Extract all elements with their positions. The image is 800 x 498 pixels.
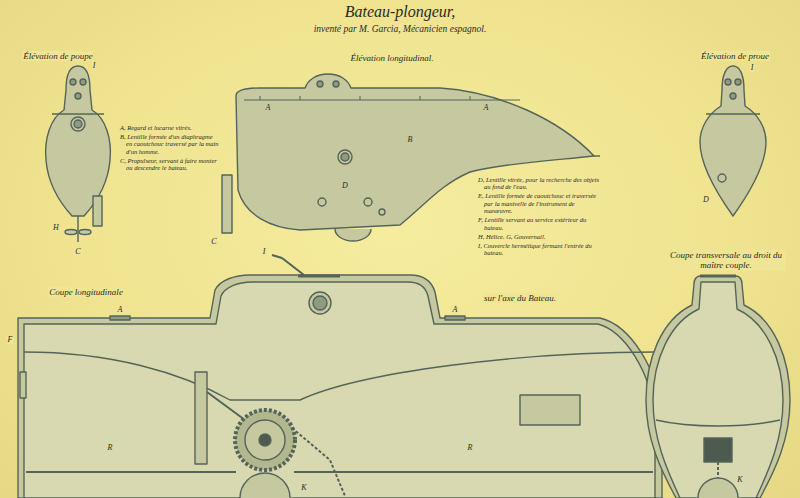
tank [520, 395, 580, 425]
window [333, 81, 339, 87]
part-letter: D [702, 195, 710, 204]
part-letter: A [483, 103, 490, 112]
tank-wall [24, 352, 655, 400]
part-letter: I [262, 247, 267, 256]
lens [318, 198, 326, 206]
keel-dome [698, 478, 738, 498]
gear-hub [245, 420, 285, 460]
gear-axle [259, 434, 271, 446]
propeller-shaft [77, 216, 78, 242]
lens [379, 209, 385, 215]
view-title: Élévation de poupe [22, 51, 93, 61]
section-hull [18, 275, 662, 498]
part-letter: K [736, 475, 743, 484]
legend-note: H, Hélice. G, Gouvernail. [478, 233, 602, 240]
part-letter: C [74, 247, 81, 256]
view-title: Élévation longitudinal. [350, 53, 435, 63]
part-letter: A [452, 305, 459, 314]
porthole [309, 292, 331, 314]
legend-note: B, Lentille formée d'un diaphragme en ca… [120, 133, 220, 155]
part-letter: I [750, 63, 755, 72]
rudder [222, 175, 232, 233]
part-letter: B [407, 135, 414, 144]
shaft [26, 471, 653, 473]
hatch-lid [298, 275, 340, 278]
window [735, 79, 741, 85]
section-interior [24, 282, 655, 498]
rail [244, 100, 520, 101]
porthole [338, 150, 352, 164]
window [80, 79, 86, 85]
gear-wheel [235, 410, 295, 470]
machine-box [704, 438, 732, 462]
hatch-lid [700, 275, 736, 278]
chain [292, 428, 345, 496]
bow-hull [700, 66, 766, 216]
transverse-hull [646, 276, 790, 498]
porthole-glass [74, 120, 82, 128]
part-letter: I [92, 61, 97, 70]
rail-posts [260, 96, 470, 100]
drawing-title: Bateau-plongeur, [345, 3, 456, 21]
rail [52, 113, 104, 114]
window [730, 93, 736, 99]
propeller-blade [65, 230, 77, 235]
legend-note: F, Lentille servant au service extérieur… [478, 216, 602, 231]
part-letter: R [107, 443, 114, 452]
rudder [93, 196, 102, 226]
part-letter: K [300, 483, 307, 492]
view-title: Coupe longitudinale [48, 287, 124, 297]
legend-note: D, Lentille vitrée, pour la recherche de… [478, 176, 602, 191]
view-title: sur l'axe du Bateau. [483, 293, 557, 303]
crank-link [207, 392, 245, 420]
view-title: Élévation de proue [700, 51, 770, 61]
part-letter: F [7, 335, 14, 344]
porthole-glass [313, 296, 327, 310]
window [70, 79, 76, 85]
tank-wall [656, 420, 780, 426]
legend-note: C, Propulseur, servant à faire monter ou… [120, 157, 220, 172]
end-lens [20, 372, 26, 398]
subtitle: inventé par M. Garcia, Mécanicien espagn… [314, 24, 487, 35]
hatch-arm [272, 255, 304, 275]
legend-note: I, Couvercle hermétique fermant l'entrée… [478, 242, 602, 257]
legend-note: E, Lentille formée de caoutchouc et trav… [478, 192, 602, 214]
part-letter: A [117, 305, 124, 314]
crank-column [195, 372, 207, 464]
lens [718, 174, 726, 182]
hull-lens [110, 316, 130, 320]
part-letter: C [210, 237, 217, 246]
propeller-blade [79, 230, 91, 235]
hull-lens [445, 316, 465, 320]
keel-dome [240, 473, 290, 498]
part-letter: A [265, 103, 272, 112]
view-title: Coupe transversale au droit du maître co… [666, 250, 786, 271]
part-letter: D [341, 181, 349, 190]
rail [706, 113, 760, 114]
bow-point [594, 155, 600, 156]
part-letter: R [467, 443, 474, 452]
porthole [71, 117, 85, 131]
window [317, 81, 323, 87]
legend-note: A, Regard et lucarne vitrés. [120, 124, 220, 131]
transverse-interior [653, 282, 783, 498]
window [75, 93, 81, 99]
lens [364, 198, 372, 206]
keel-dome [335, 229, 371, 241]
window [725, 79, 731, 85]
porthole-glass [341, 153, 349, 161]
part-letter: H [52, 223, 60, 232]
stern-hull [46, 66, 111, 216]
